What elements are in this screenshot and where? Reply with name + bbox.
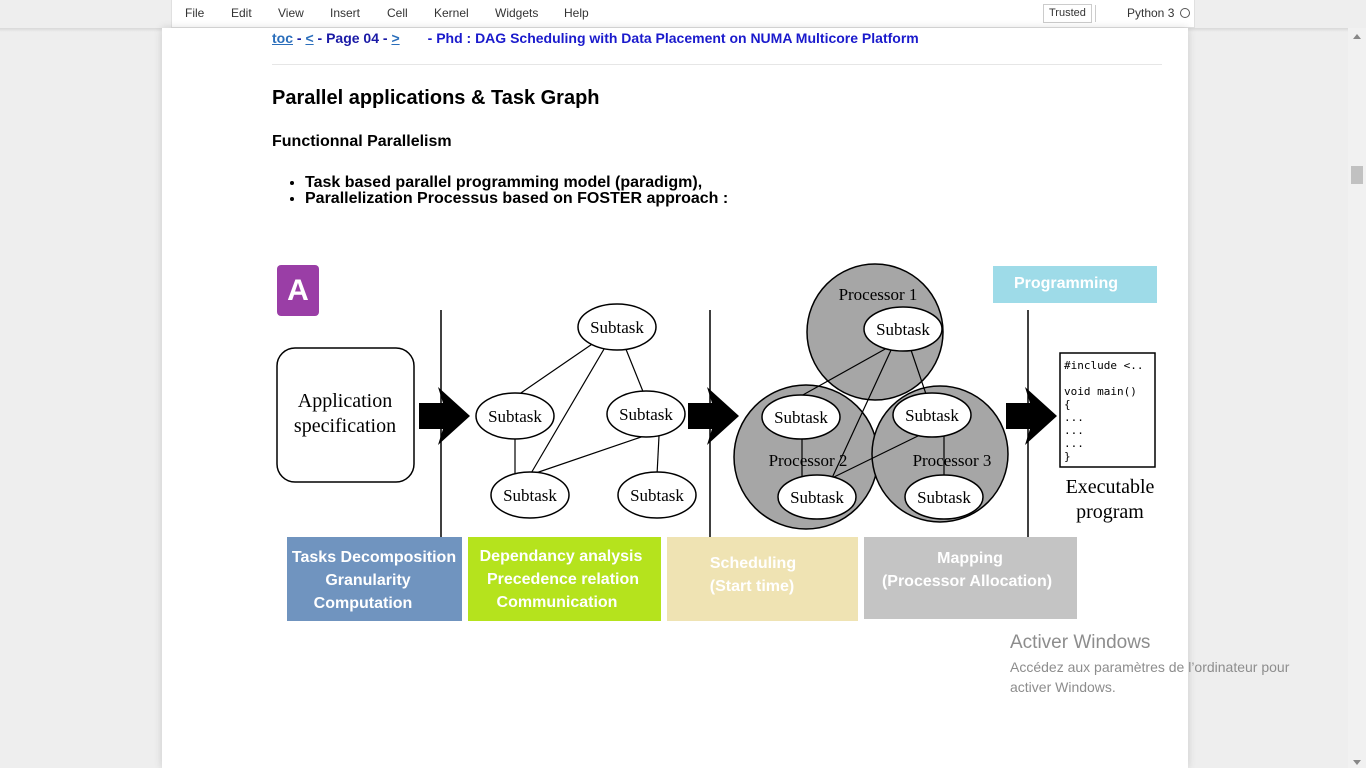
menu-edit[interactable]: Edit xyxy=(231,6,252,20)
menu-view[interactable]: View xyxy=(278,6,304,20)
stage-label: Mapping xyxy=(937,550,1003,567)
graph-edge xyxy=(800,347,888,397)
app-spec-label: Application xyxy=(298,390,392,412)
code-line: ... xyxy=(1064,411,1084,424)
subtask-label: Subtask xyxy=(774,408,828,427)
graph-edge xyxy=(656,435,660,476)
kernel-status-circle-icon xyxy=(1180,8,1190,18)
stage-label: Scheduling xyxy=(710,555,796,572)
activation-watermark: Activer Windows Accédez aux paramètres d… xyxy=(1010,632,1310,697)
subtask-label: Subtask xyxy=(876,320,930,339)
stage-box-scheduling xyxy=(667,537,858,621)
next-page-link[interactable]: > xyxy=(391,30,400,46)
section-heading: Parallel applications & Task Graph xyxy=(272,87,600,109)
right-arrow-icon xyxy=(1006,387,1057,445)
stage-label: Tasks Decomposition xyxy=(292,549,456,566)
scroll-thumb[interactable] xyxy=(1351,166,1363,184)
menu-file[interactable]: File xyxy=(185,6,205,20)
stage-label: (Start time) xyxy=(710,578,794,595)
code-line: } xyxy=(1064,450,1071,463)
subtask-label: Subtask xyxy=(790,488,844,507)
kernel-name: Python 3 xyxy=(1127,6,1175,20)
stage-label: Dependancy analysis xyxy=(480,548,643,565)
stage-box-mapping xyxy=(864,537,1077,619)
code-line: { xyxy=(1064,398,1071,411)
graph-edge xyxy=(910,349,928,398)
executable-label: program xyxy=(1076,501,1144,523)
menu-widgets[interactable]: Widgets xyxy=(495,6,539,20)
badge-box xyxy=(277,265,319,316)
menu-help[interactable]: Help xyxy=(564,6,589,20)
graph-edge xyxy=(529,326,618,476)
code-box xyxy=(1059,352,1156,468)
app-spec-label: specification xyxy=(294,415,396,437)
subtask-node xyxy=(617,471,697,519)
stage-box-decomposition xyxy=(287,537,462,621)
stage-label: Communication xyxy=(497,594,618,611)
watermark-title: Activer Windows xyxy=(1010,632,1151,653)
right-arrow-icon xyxy=(688,387,739,445)
scrollbar[interactable] xyxy=(1348,28,1366,768)
bullet-item: Parallelization Processus based on FOSTE… xyxy=(305,191,728,207)
processor-1-label: Processor 1 xyxy=(839,285,918,304)
subtask-node xyxy=(577,303,657,351)
page-number: - Page 04 - xyxy=(313,30,392,46)
stage-label: Precedence relation xyxy=(487,571,639,588)
subtask-node xyxy=(606,390,686,438)
menu-insert[interactable]: Insert xyxy=(330,6,361,20)
menubar-divider xyxy=(1095,5,1096,22)
nav-separator: - xyxy=(293,30,306,46)
processor-3-label: Processor 3 xyxy=(913,451,992,470)
subtask-label: Subtask xyxy=(503,486,557,505)
subtask-label: Subtask xyxy=(488,407,542,426)
subtask-node xyxy=(475,392,555,440)
graph-edge xyxy=(831,347,893,479)
stage-box-dependency xyxy=(468,537,661,621)
menu-cell[interactable]: Cell xyxy=(387,6,408,20)
divider xyxy=(272,64,1162,65)
scroll-up-arrow-icon[interactable] xyxy=(1353,34,1361,39)
code-line: #include <.. xyxy=(1064,359,1143,372)
stage-label: Granularity xyxy=(325,572,410,589)
programming-box xyxy=(993,266,1157,303)
stage-label: Computation xyxy=(314,595,413,612)
app-spec-box xyxy=(276,347,415,483)
graph-edge xyxy=(831,433,923,479)
prev-page-link[interactable]: < xyxy=(305,30,314,46)
toc-link[interactable]: toc xyxy=(272,30,293,46)
code-line: ... xyxy=(1064,437,1084,450)
menubar: File Edit View Insert Cell Kernel Widget… xyxy=(171,0,1195,28)
scroll-down-arrow-icon[interactable] xyxy=(1353,760,1361,765)
right-arrow-icon xyxy=(419,387,470,445)
foster-diagram: A Programming Application specification … xyxy=(276,263,1157,621)
subtask-label: Subtask xyxy=(905,406,959,425)
page-nav: toc - < - Page 04 - > - Phd : DAG Schedul… xyxy=(272,30,919,46)
thesis-title: - Phd : DAG Scheduling with Data Placeme… xyxy=(427,30,919,46)
executable-label: Executable xyxy=(1066,476,1155,498)
menu-kernel[interactable]: Kernel xyxy=(434,6,469,20)
subtask-node xyxy=(904,474,984,520)
subtask-label: Subtask xyxy=(630,486,684,505)
subtask-node xyxy=(490,471,570,519)
graph-edge xyxy=(529,435,645,476)
subtask-node xyxy=(777,474,857,520)
subtask-label: Subtask xyxy=(917,488,971,507)
trusted-badge[interactable]: Trusted xyxy=(1043,4,1092,23)
code-line: void main() xyxy=(1064,385,1137,398)
stage-label: (Processor Allocation) xyxy=(882,573,1052,590)
subtask-label: Subtask xyxy=(619,405,673,424)
subtask-node xyxy=(892,392,972,438)
bullet-list: Task based parallel programming model (p… xyxy=(286,175,728,207)
subtask-node xyxy=(761,394,841,440)
bullet-item: Task based parallel programming model (p… xyxy=(305,175,728,191)
watermark-text: Accédez aux paramètres de l’ordinateur p… xyxy=(1010,659,1290,695)
subtask-label: Subtask xyxy=(590,318,644,337)
subtask-node xyxy=(863,306,943,352)
badge-letter: A xyxy=(287,274,309,307)
processor-2-label: Processor 2 xyxy=(769,451,848,470)
programming-label: Programming xyxy=(1014,275,1118,292)
subsection-heading: Functionnal Parallelism xyxy=(272,133,452,150)
notebook-page: toc - < - Page 04 - > - Phd : DAG Schedul… xyxy=(162,28,1188,768)
code-line: ... xyxy=(1064,424,1084,437)
